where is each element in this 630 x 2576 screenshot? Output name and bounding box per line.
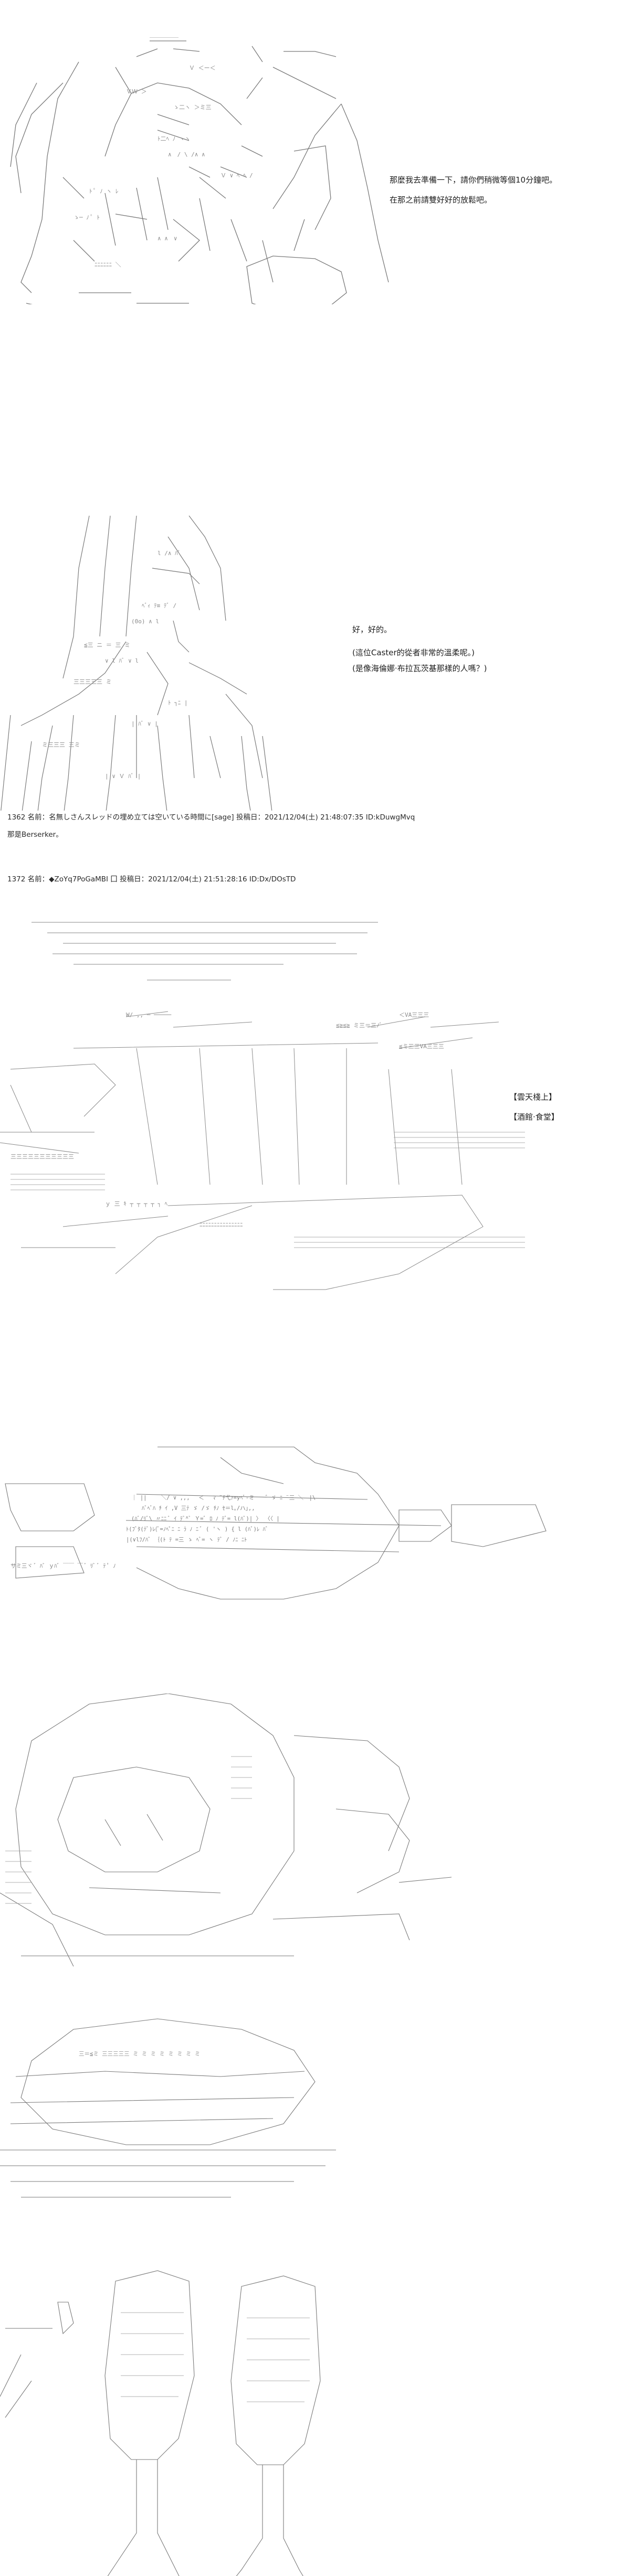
svg-text:ゝ─ ﾉ ﾟ ﾄ: ゝ─ ﾉ ﾟ ﾄ [74,214,100,221]
svg-text:≦ミ三三VA三三三: ≦ミ三三VA三三三 [399,1043,444,1050]
post-1362-header: 1362 名前：名無しさんスレッドの埋め立ては空いている時間に[sage] 投稿… [7,813,415,822]
svg-text:∧ ∧ ∨: ∧ ∧ ∨ [158,235,177,242]
dialogue-line: 好，好的。 [352,625,392,634]
svg-text:ﾄ ﾟ ﾉ ヽ ﾚ: ﾄ ﾟ ﾉ ヽ ﾚ [89,188,118,195]
svg-text:＜VA三三三: ＜VA三三三 [399,1012,429,1018]
panel-1-dialogue: 那麼我去準備一下，請你們稍微等個10分鐘吧。 在那之前請雙好好的放鬆吧。 [390,174,557,206]
ascii-art-panel-5-drawing [0,1694,452,1967]
dialogue-line: 在那之前請雙好好的放鬆吧。 [390,195,492,205]
svg-text:Ｖ ＜ー＜: Ｖ ＜ー＜ [189,65,216,71]
ascii-art-panel-6-drawing: 三＝≦ミ 三三三三三 ミ ミ ミ ミ ミ ミ ミ ミ [0,2018,336,2198]
ascii-art-panel-4-drawing: ｜ || ＼/ ∨ ,,, ＜ ﾏ ¨ﾁ弋ｧ=yﾍﾞ-ミ ゛ゞ ﾆ ¨三 ＼ |… [5,1446,547,1600]
dialogue-line: (這位Caster的從者非常的溫柔呢。) [352,648,475,657]
panel-4-line: サミ三ヾ ﾞ ﾊﾞ ｙﾊﾞ ￣￣ ￣ ﾞ ﾘﾞ ﾞ ﾃ ﾟ ﾉ [10,1562,116,1569]
svg-text:ＶＷ ＞: ＶＷ ＞ [126,88,147,95]
dialogue-gap [352,635,487,647]
panel-3-dialogue: 【雲天棧上】 【酒館·食堂】 [509,1091,559,1123]
dialogue-line: 那麼我去準備一下，請你們稍微等個10分鐘吧。 [390,175,558,185]
ascii-art-panel-1: ＿＿＿＿＿ Ｖ ＜ー＜ ＶＷ ＞ ゝ二ヽ ＞ミ三 ﾄ二ﾍ ﾉ ヽヽ ∧ / \ … [0,0,630,304]
panel-4-line: ﾊﾞﾍﾞﾊ ﾁ ｲ ,V 三ﾃ ゞ /ゞ ﾁﾉ ｾ＝l｡/ハ｣,, [142,1505,255,1511]
ascii-art-panel-4: ｜ || ＼/ ∨ ,,, ＜ ﾏ ¨ﾁ弋ｧ=yﾍﾞ-ミ ゛ゞ ﾆ ¨三 ＼ |… [0,1422,630,1637]
svg-text:∨ l ﾊﾞ ∨ l: ∨ l ﾊﾞ ∨ l [105,657,139,664]
svg-text:| ﾊﾞ ∨ |: | ﾊﾞ ∨ | [131,720,158,727]
svg-text:≦三 ニ ＝ 三 ミ: ≦三 ニ ＝ 三 ミ [84,642,130,648]
svg-text:ゝ二ヽ ＞ミ三: ゝ二ヽ ＞ミ三 [173,104,212,111]
svg-text:三三三三三三三三三三三: 三三三三三三三三三三三 [10,1153,74,1160]
dialogue-line: 【雲天棧上】 [509,1092,557,1102]
panel-4-line: ﾄ(ﾌﾞﾀ(ﾃﾞ)ﾚ(ﾞ=ﾉﾍﾟﾆ ﾆ ﾗ ﾉ ﾆ ﾞ ( 'ヽ ) { l (… [126,1526,268,1532]
svg-text:∧ / \ /∧ ∧: ∧ / \ /∧ ∧ [168,151,205,158]
svg-text:| ∨ Ｖ ﾊﾞ |: | ∨ Ｖ ﾊﾞ | [105,773,141,780]
svg-text:ｙ 三 ｷ ┬ ┬ ┬ ┬ ┐ ﾍ: ｙ 三 ｷ ┬ ┬ ┬ ┬ ┐ ﾍ [105,1200,168,1207]
svg-text:ﾆﾆﾆﾆﾆﾆ ＼: ﾆﾆﾆﾆﾆﾆ ＼ [94,261,121,268]
panel-6-line: 三＝≦ミ 三三三三三 ミ ミ ミ ミ ミ ミ ミ ミ [79,2051,200,2057]
panel-4-line: ｜ || ＼/ ∨ ,,, ＜ ﾏ ¨ﾁ弋ｧ=yﾍﾞ-ミ ゛ゞ ﾆ ¨三 ＼ |… [131,1494,316,1501]
ascii-art-panel-5 [0,1674,630,1973]
svg-text:(0o) ∧ l: (0o) ∧ l [131,618,159,625]
dialogue-line: 【酒館·食堂】 [509,1112,559,1122]
svg-text:Ｖ ∨ ﾍ ﾍ /: Ｖ ∨ ﾍ ﾍ / [220,172,253,179]
dialogue-line: (是像海倫娜·布拉瓦茨基那樣的人嗎？) [352,664,487,673]
svg-text:≦≧≦≧ ミ三＝三ﾉﾞ: ≦≧≦≧ ミ三＝三ﾉﾞ [336,1022,382,1029]
ascii-art-panel-2-drawing: l /∧ ﾊﾞ ﾍﾞｨ ﾃ≡ ﾃﾞ / (0o) ∧ l ≦三 ニ ＝ 三 ミ … [1,515,272,811]
svg-text:ﾄ二ﾍ ﾉ ヽヽ: ﾄ二ﾍ ﾉ ヽヽ [158,135,191,142]
svg-text:W/ ,, ─ ─────: W/ ,, ─ ───── [126,1012,171,1018]
svg-text:l /∧ ﾊﾞ: l /∧ ﾊﾞ [158,550,181,557]
svg-text:ﾄ ┐ﾆ |: ﾄ ┐ﾆ | [168,699,188,706]
post-1372-header: 1372 名前：◆ZoYq7PoGaMBI 囗 投稿日：2021/12/04(土… [7,875,296,883]
svg-text:ﾍﾞｨ ﾃ≡ ﾃﾞ /: ﾍﾞｨ ﾃ≡ ﾃﾞ / [142,602,176,609]
ascii-art-panel-7-drawing [0,2270,321,2576]
panel-4-line: |(∨lﾌ/ﾊﾞ ｛(ﾄ ﾃ =三 ゝ ﾍﾞ= ヽ ﾃﾞ / ﾉﾆ ﾆﾄ [126,1537,247,1543]
ascii-art-panel-7 [0,2230,630,2576]
ascii-art-panel-3-drawing: W/ ,, ─ ───── ＜VA三三三 ≦≧≦≧ ミ三＝三ﾉﾞ ≦ミ三三VA三… [0,922,525,1290]
ascii-art-panel-1-drawing: ＿＿＿＿＿ Ｖ ＜ー＜ ＶＷ ＞ ゝ二ヽ ＞ミ三 ﾄ二ﾍ ﾉ ヽヽ ∧ / \ … [10,31,389,304]
post-1362-body: 那是Berserker。 [7,831,63,839]
panel-2-dialogue: 好，好的。 (這位Caster的從者非常的溫柔呢。) (是像海倫娜·布拉瓦茨基那… [352,624,487,674]
ascii-art-panel-3: W/ ,, ─ ───── ＜VA三三三 ≦≧≦≧ ミ三＝三ﾉﾞ ≦ミ三三VA三… [0,892,630,1422]
svg-text:＿＿＿＿＿: ＿＿＿＿＿ [150,31,178,38]
svg-text:ﾆﾆﾆﾆﾆﾆﾆﾆﾆﾆﾆﾆﾆﾆﾆ: ﾆﾆﾆﾆﾆﾆﾆﾆﾆﾆﾆﾆﾆﾆﾆ [200,1221,243,1228]
svg-text:ミ三三三 三ミ: ミ三三三 三ミ [42,741,80,748]
panel-4-line: (ﾊﾞ/ﾘﾞ\ 〃ﾆﾆ ﾞ ｲ ﾃﾞ^ﾞ Ｙ=ﾞ ﾛ ﾉ ﾃﾞ= l(ﾊﾞ)| … [131,1516,280,1522]
svg-text:三三三三三 ミ: 三三三三三 ミ [74,678,112,685]
ascii-art-panel-6: 三＝≦ミ 三三三三三 ミ ミ ミ ミ ミ ミ ミ ミ [0,1988,630,2209]
ascii-art-panel-2: l /∧ ﾊﾞ ﾍﾞｨ ﾃ≡ ﾃﾞ / (0o) ∧ l ≦三 ニ ＝ 三 ミ … [0,485,630,811]
